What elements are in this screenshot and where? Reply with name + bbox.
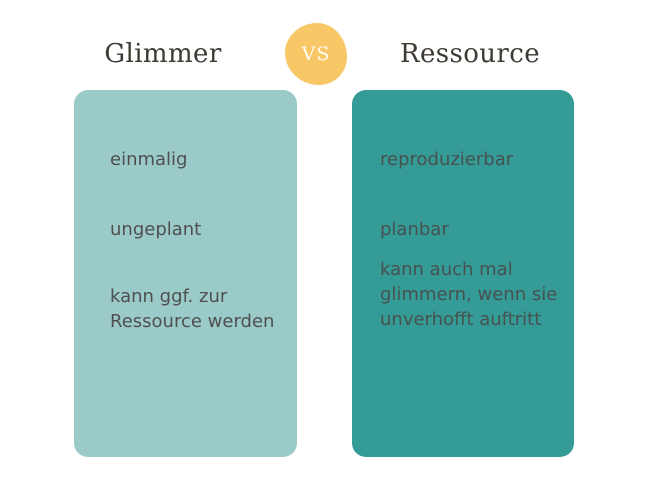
- glimmer-card: einmalig ungeplant kann ggf. zur Ressour…: [74, 90, 297, 457]
- left-column-title: Glimmer: [104, 39, 222, 69]
- ressource-item: planbar: [380, 219, 449, 240]
- ressource-card: reproduzierbar planbar kann auch mal gli…: [352, 90, 574, 457]
- ressource-item: kann auch mal glimmern, wenn sie unverho…: [380, 259, 558, 330]
- right-column-title: Ressource: [399, 39, 541, 69]
- vs-label: VS: [301, 43, 331, 65]
- glimmer-item: einmalig: [110, 149, 188, 170]
- glimmer-item: ungeplant: [110, 219, 202, 240]
- glimmer-item: kann ggf. zur Ressource werden: [110, 286, 275, 332]
- vs-badge: VS: [285, 23, 347, 85]
- ressource-item: reproduzierbar: [380, 149, 514, 170]
